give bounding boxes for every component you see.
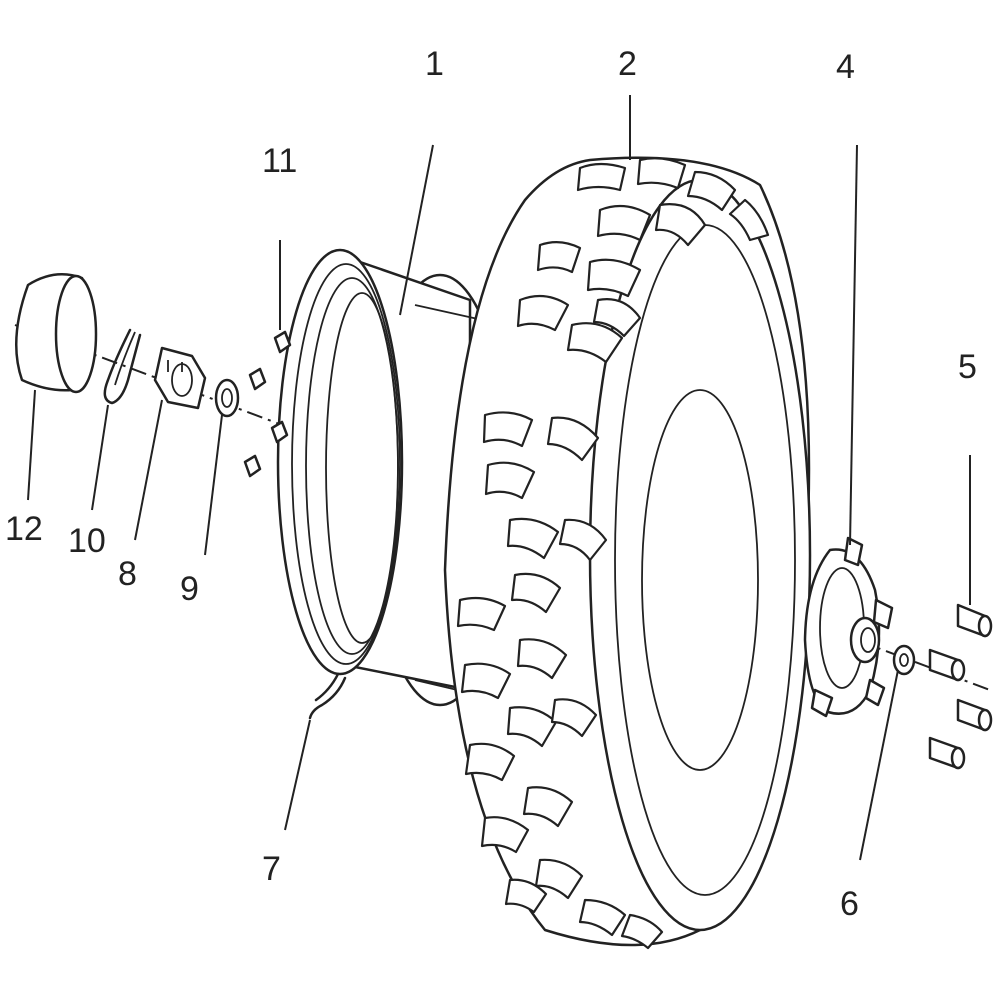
part-label-5: 5 (958, 348, 977, 386)
part-label-1: 1 (425, 45, 444, 83)
part-label-8: 8 (118, 555, 137, 593)
part-label-12: 12 (5, 510, 43, 548)
hub-washer (892, 644, 916, 676)
wheel-nuts (243, 330, 292, 478)
part-labels: 1 2 4 5 6 7 8 9 10 11 12 (5, 45, 977, 923)
part-label-9: 9 (180, 570, 199, 608)
lug-nuts (928, 603, 993, 770)
part-label-11: 11 (262, 142, 297, 180)
castle-nut (153, 346, 207, 410)
axle-washer (214, 378, 240, 418)
part-label-4: 4 (836, 48, 855, 86)
tire-tread (456, 157, 770, 950)
part-label-6: 6 (840, 885, 859, 923)
wheel-hub (803, 536, 894, 718)
part-label-2: 2 (618, 45, 637, 83)
part-label-7: 7 (262, 850, 281, 888)
cotter-pin (103, 328, 142, 405)
tire (443, 156, 812, 947)
leader-lines (27, 95, 971, 861)
valve-stem (308, 672, 347, 720)
part-label-10: 10 (68, 522, 106, 560)
hub-cap (14, 273, 98, 394)
